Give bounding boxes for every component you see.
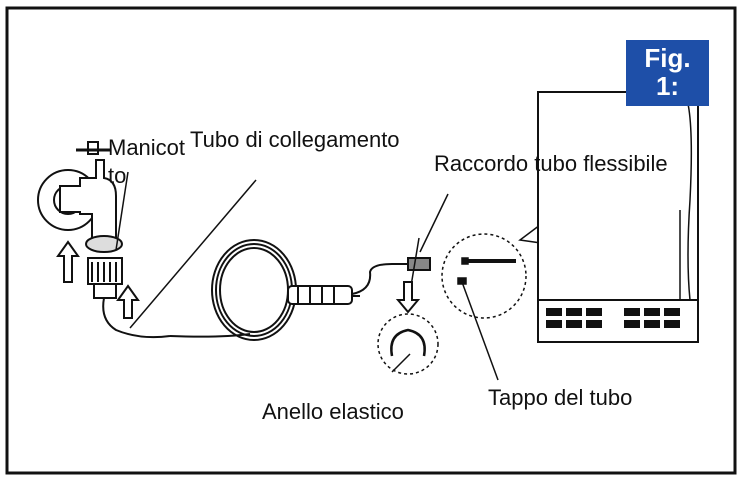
label-manicotto-1: Manicot [108, 135, 186, 160]
hose-connector-icon [395, 193, 449, 314]
diagram-border [5, 6, 737, 475]
tubo-pointer-line [129, 179, 257, 329]
label-manicotto-2: to [108, 163, 127, 188]
figure-badge: Fig. 1: [626, 40, 709, 106]
appliance-icon [537, 91, 699, 343]
manicotto-pointer-line [115, 171, 129, 251]
label-anello-elastico: Anello elastico [262, 399, 404, 424]
hose-cap-icon [441, 233, 527, 381]
label-raccordo: Raccordo tubo flessibile [434, 151, 668, 176]
faucet-icon [37, 141, 171, 339]
label-tappo-tubo: Tappo del tubo [488, 385, 633, 410]
label-tubo-collegamento: Tubo di collegamento [190, 127, 400, 152]
figure-badge-line1: Fig. [644, 43, 691, 73]
hose-coil-icon [169, 239, 410, 341]
elastic-ring-icon [377, 313, 439, 375]
figure-badge-line2: 1: [655, 71, 680, 101]
